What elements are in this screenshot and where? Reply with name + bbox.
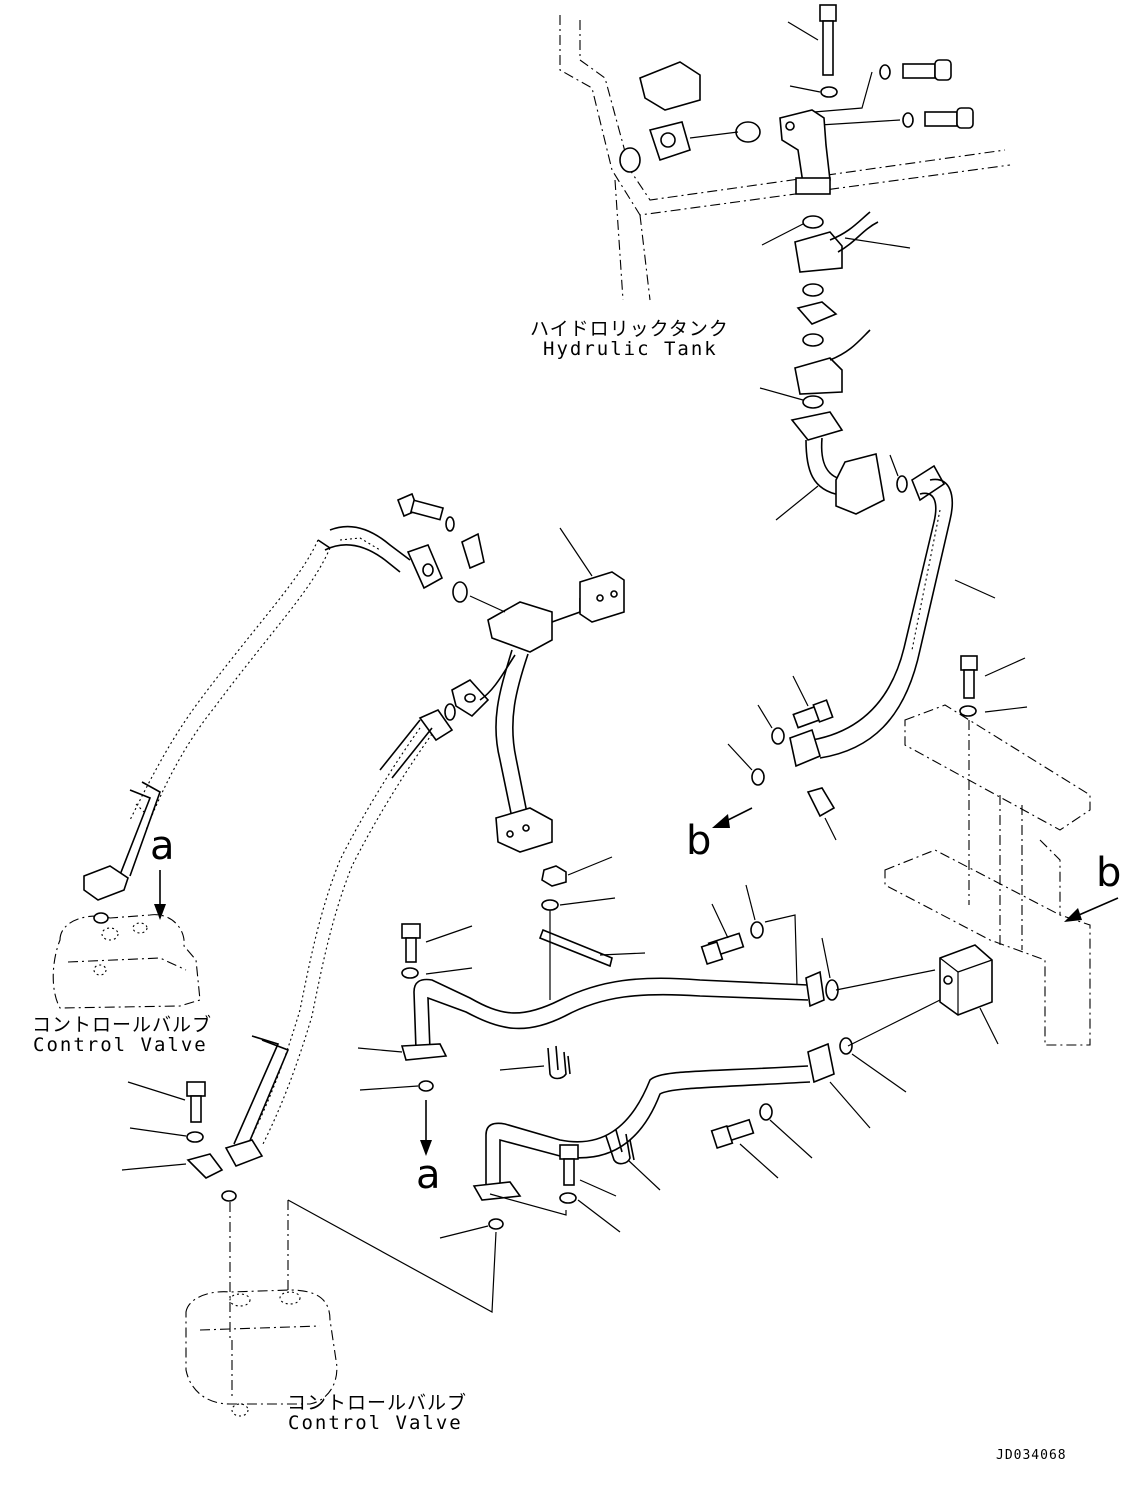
lower-return-pipe [472, 999, 941, 1201]
top-left-hose [324, 492, 485, 590]
hydraulic-tank-label-en: Hydrulic Tank [543, 338, 718, 360]
control-valve-lower-label-en: Control Valve [288, 1412, 463, 1434]
arrow-b-right [1064, 897, 1119, 922]
left-hose-long [83, 539, 331, 901]
upper-return-pipe [357, 937, 936, 1061]
upper-pipe-clamp [538, 856, 646, 1000]
hydraulic-tank-outline [559, 15, 1011, 301]
tank-flange-port [619, 61, 761, 173]
ref-b-right: b [1096, 850, 1122, 896]
ref-a-top: a [150, 823, 175, 869]
right-bracket [884, 704, 1091, 1046]
hose-clamp-bolt [757, 675, 834, 745]
flange-stack [759, 211, 911, 409]
top-vertical-bolt [787, 4, 838, 98]
ref-b-left: b [686, 818, 712, 864]
small-hose-lower [605, 1129, 661, 1191]
junction-block [939, 944, 999, 1045]
suction-tube [775, 411, 908, 521]
drawing-code: JD034068 [996, 1448, 1067, 1463]
lower-pipe-bolt-right [710, 1103, 813, 1179]
middle-hose-long [224, 719, 433, 1167]
ref-a-bottom: a [416, 1152, 441, 1198]
arrow-a-bottom [420, 1100, 432, 1156]
bracket-bolt [959, 655, 1028, 905]
control-valve-upper [52, 912, 201, 1009]
upper-pipe-bolt [359, 923, 473, 1092]
arrow-b-left [712, 807, 753, 828]
control-valve-lower [185, 1199, 497, 1417]
top-horizontal-bolts [813, 59, 974, 129]
lower-pipe-bolt [439, 1144, 621, 1239]
control-valve-upper-label-jp: コントロールバルブ [32, 1014, 213, 1036]
arrow-a-top [154, 870, 166, 920]
middle-valve-block [452, 527, 625, 653]
middle-tube-down [495, 649, 553, 853]
hydraulic-tank-label-jp: ハイドロリックタンク [530, 318, 729, 340]
control-valve-lower-label-jp: コントロールバルブ [287, 1392, 468, 1414]
left-clamp-bolt [121, 1081, 237, 1340]
small-hose-u [499, 1045, 571, 1080]
long-hose [727, 464, 996, 841]
suction-elbow-fitting [779, 109, 831, 195]
middle-flanges [418, 654, 516, 742]
upper-pipe-bolt-right [700, 884, 798, 986]
control-valve-upper-label-en: Control Valve [33, 1034, 208, 1056]
